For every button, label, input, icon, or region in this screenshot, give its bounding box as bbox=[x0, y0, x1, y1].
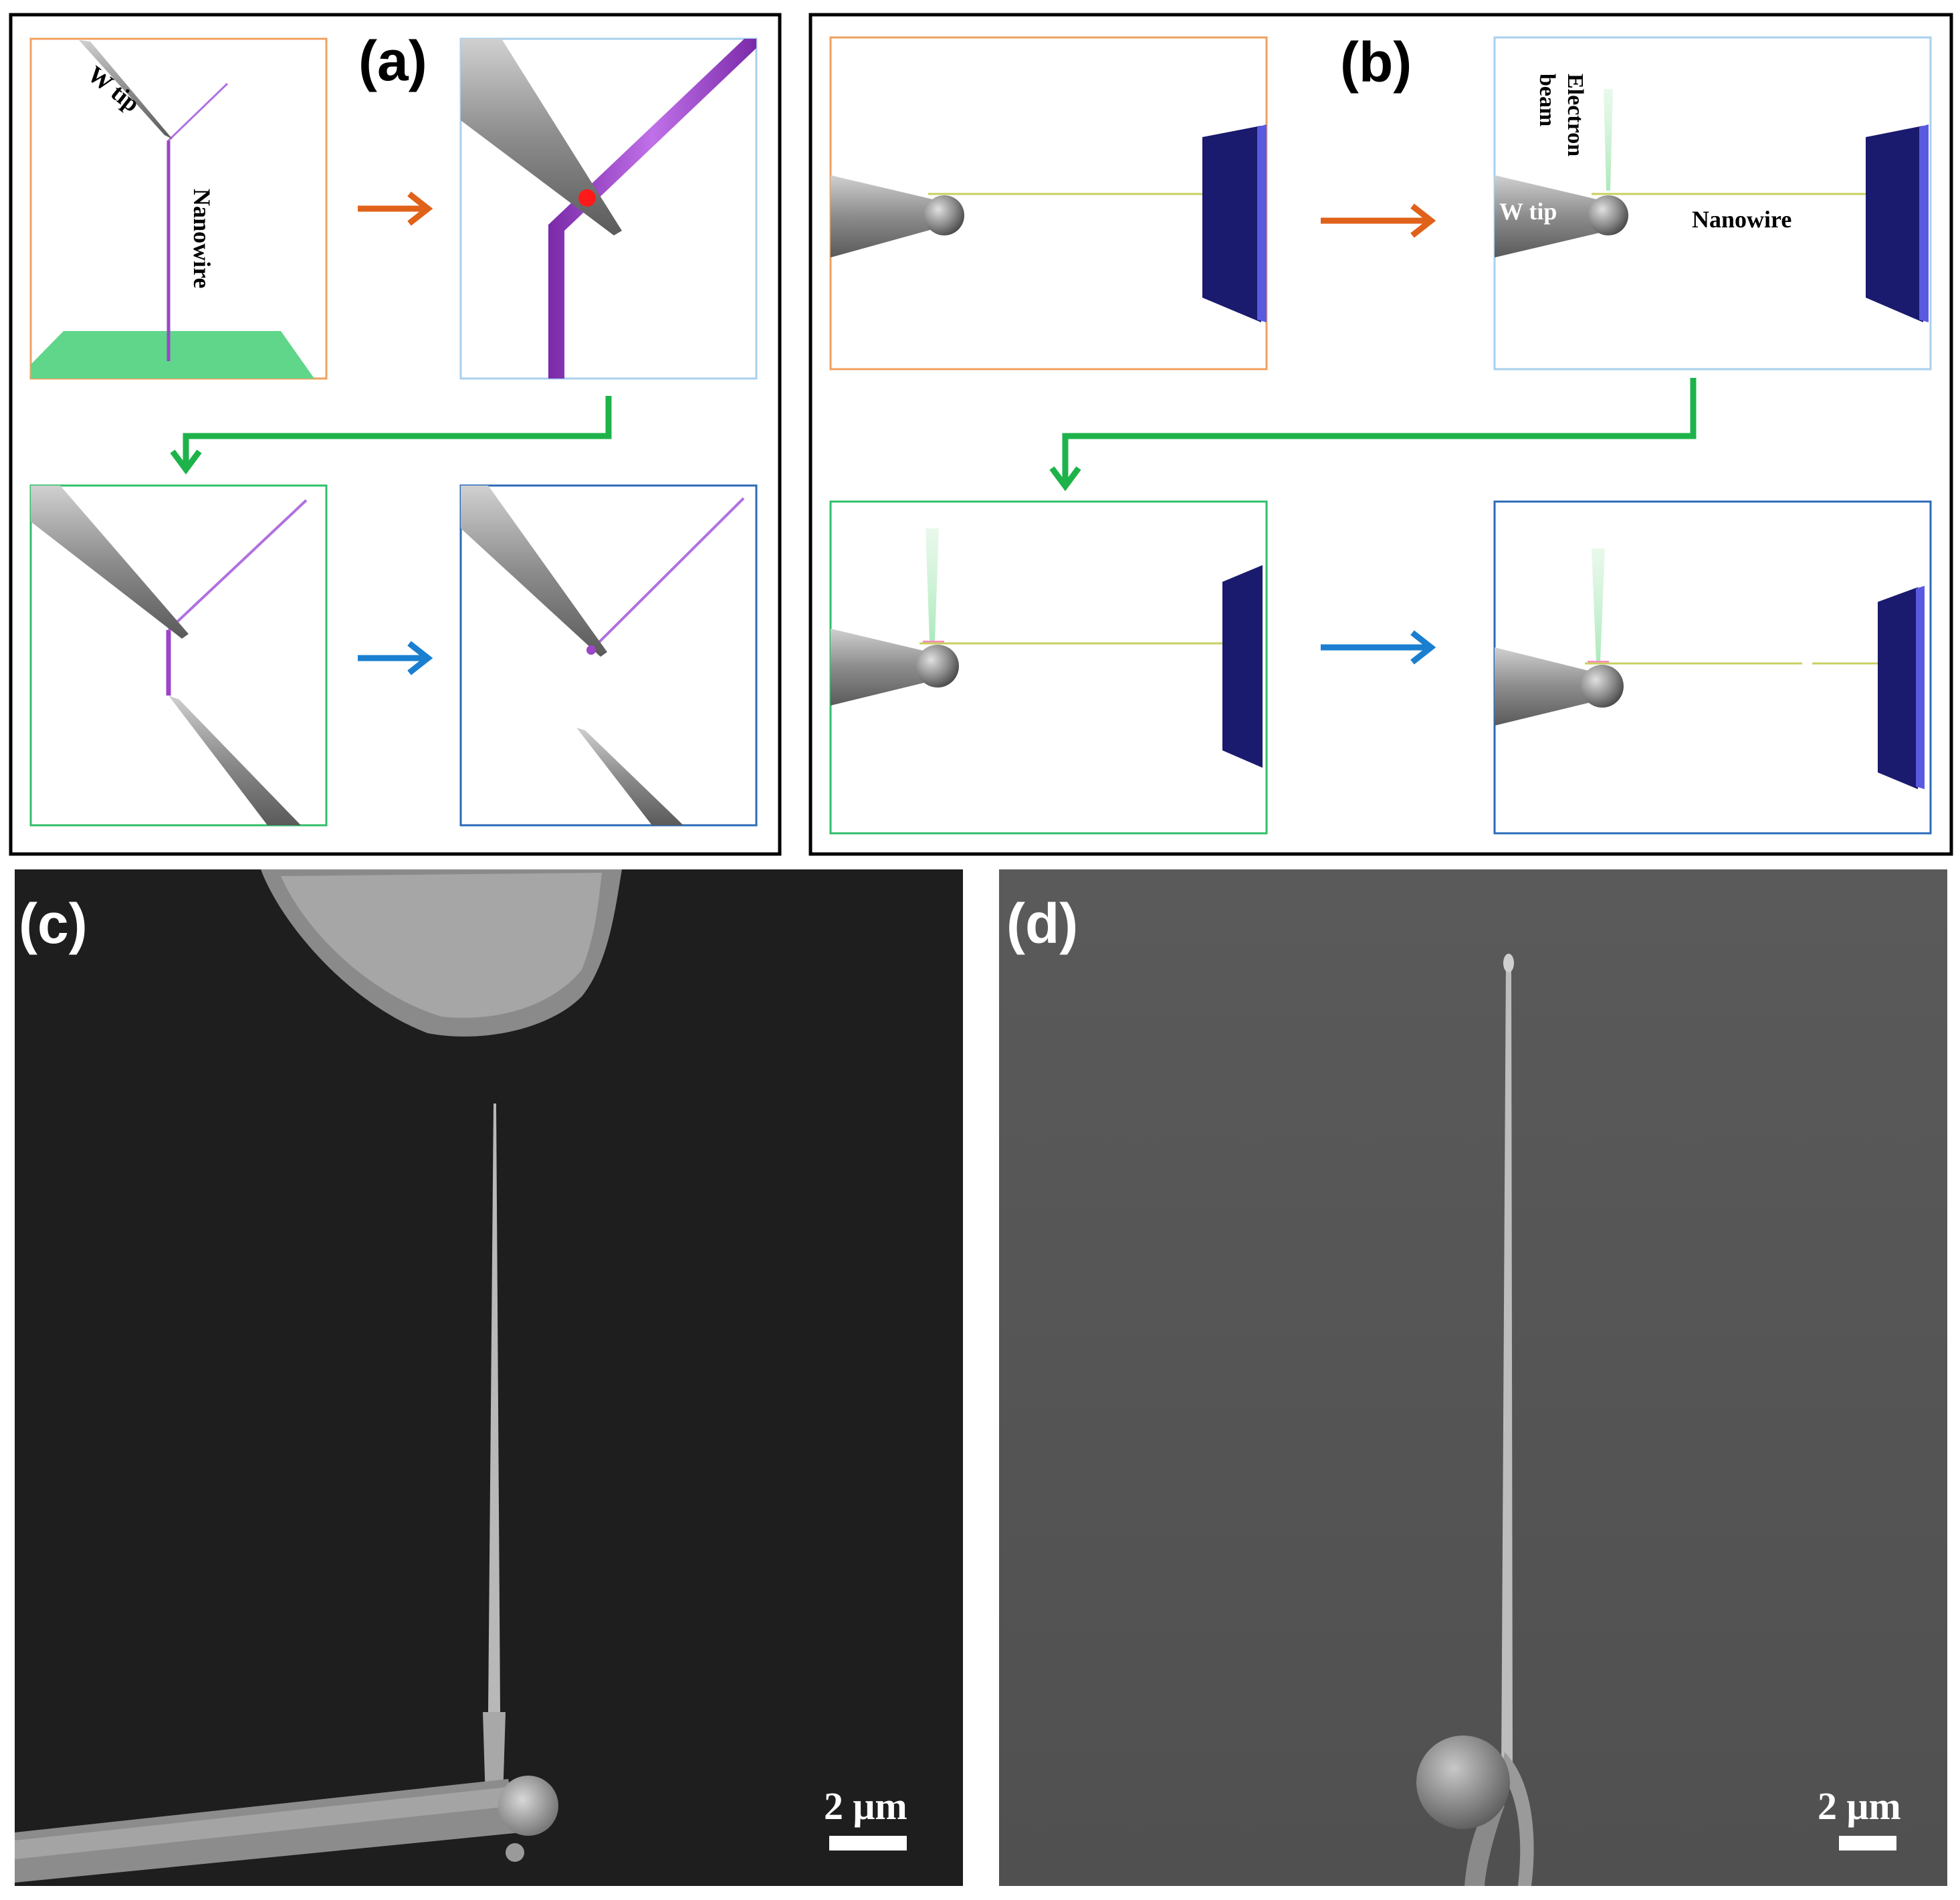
support-rod bbox=[1464, 1799, 1505, 1886]
panel-a-step-2 bbox=[459, 37, 758, 380]
arrow-orange-a bbox=[358, 191, 433, 226]
panel-a-step-4 bbox=[459, 484, 758, 827]
electrode bbox=[1222, 565, 1263, 768]
tip-ball bbox=[924, 195, 964, 235]
nanowire-bent bbox=[167, 82, 229, 142]
panel-a: W tip Nanowire (a) bbox=[9, 13, 782, 856]
nanowire bbox=[488, 1103, 500, 1712]
arrow-orange-b bbox=[1321, 203, 1436, 238]
nanowire-end-ball bbox=[586, 645, 596, 655]
scalebar-d-label: 2 μm bbox=[1818, 1784, 1901, 1828]
w-tip bbox=[79, 40, 173, 139]
w-tip bbox=[1495, 175, 1608, 257]
electron-beam bbox=[925, 528, 939, 641]
panel-c: (c) 2 μm bbox=[15, 869, 963, 1886]
panel-a-label: (a) bbox=[358, 29, 427, 92]
panel-d: (d) 2 μm bbox=[999, 869, 1947, 1886]
nanowire-label: Nanowire bbox=[189, 189, 215, 288]
electron-beam bbox=[1592, 548, 1605, 662]
w-tip bbox=[461, 39, 622, 235]
contact-point bbox=[578, 189, 596, 207]
nanowire-label: Nanowire bbox=[1692, 206, 1791, 233]
w-tip bbox=[831, 629, 938, 706]
panel-c-label: (c) bbox=[19, 892, 88, 955]
w-tip-label: W tip bbox=[1499, 198, 1557, 225]
w-tip-bottom bbox=[576, 728, 683, 825]
arrow-green-b bbox=[1049, 378, 1697, 492]
tip-ball bbox=[1588, 195, 1628, 235]
scalebar-c-label: 2 μm bbox=[824, 1784, 907, 1828]
panel-b-label: (b) bbox=[1340, 31, 1412, 94]
substrate bbox=[31, 331, 314, 379]
nanowire-tip bbox=[1503, 954, 1514, 972]
panel-b-step-1 bbox=[829, 36, 1268, 371]
electron-beam-label-line1: Electron bbox=[1563, 74, 1588, 156]
arrow-green-a bbox=[170, 396, 612, 475]
scalebar-d bbox=[1839, 1836, 1896, 1851]
electrode bbox=[1202, 126, 1261, 322]
panel-a-step-1: W tip Nanowire bbox=[29, 37, 328, 380]
w-tip-top bbox=[461, 486, 607, 657]
panel-b: (b) Electron beam W tip Nanowire bbox=[808, 13, 1953, 856]
panel-a-step-3 bbox=[29, 484, 328, 827]
tip-ball bbox=[916, 645, 959, 688]
panel-d-label: (d) bbox=[1006, 892, 1078, 955]
rod-ball bbox=[498, 1776, 558, 1836]
arrow-blue-b bbox=[1321, 630, 1436, 665]
electrode-edge bbox=[1916, 586, 1925, 789]
w-tip bbox=[831, 175, 944, 257]
panel-b-step-4 bbox=[1493, 500, 1932, 835]
tip-ball bbox=[1416, 1735, 1510, 1829]
tip-ball bbox=[1581, 665, 1624, 708]
electron-beam-label: Electron beam bbox=[1535, 74, 1588, 156]
panel-b-step-2: Electron beam W tip Nanowire bbox=[1493, 36, 1932, 371]
electrode bbox=[1866, 126, 1923, 322]
w-tip-top bbox=[31, 486, 189, 639]
electrode bbox=[1878, 587, 1918, 789]
sem-image-d bbox=[999, 869, 1947, 1886]
w-tip-blob-highlight bbox=[281, 873, 602, 1018]
support-rod-highlight bbox=[15, 1787, 515, 1859]
nanowire bbox=[1501, 956, 1513, 1772]
electrode-edge bbox=[1919, 124, 1929, 322]
scalebar-c bbox=[829, 1836, 907, 1851]
rod-debris bbox=[506, 1843, 524, 1862]
w-tip-bottom bbox=[169, 696, 301, 825]
nanowire-base bbox=[483, 1712, 506, 1799]
nanowire-cut bbox=[590, 497, 745, 651]
electron-beam bbox=[1604, 89, 1613, 191]
panel-b-step-3 bbox=[829, 500, 1268, 835]
electrode-edge bbox=[1257, 124, 1267, 322]
frame-orange bbox=[29, 37, 328, 380]
electron-beam-label-line2: beam bbox=[1535, 74, 1559, 126]
arrow-blue-a bbox=[358, 641, 433, 675]
nanowire-bent bbox=[167, 499, 308, 631]
w-tip bbox=[1495, 647, 1602, 726]
